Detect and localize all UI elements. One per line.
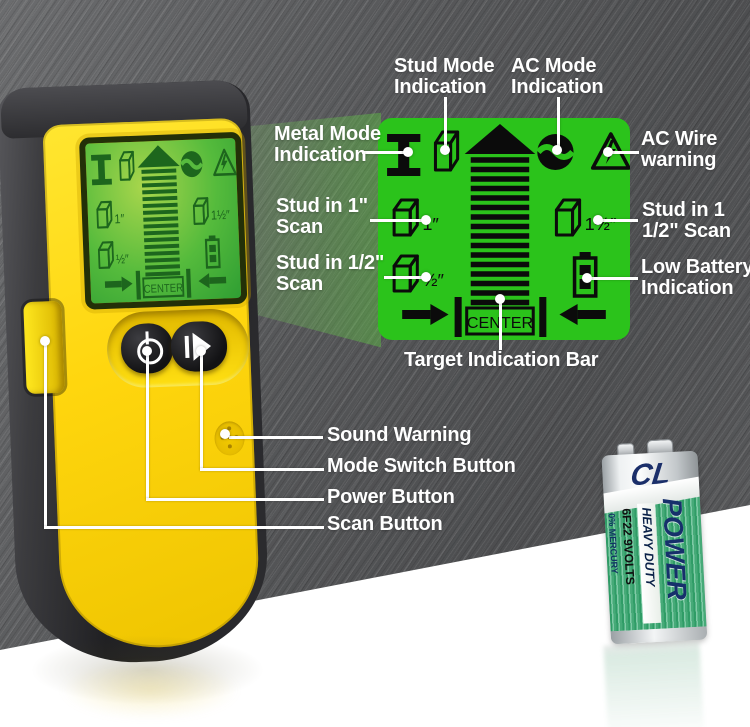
label-sound-warning: Sound Warning [327, 424, 472, 446]
panel-graphics [378, 118, 630, 340]
line-scan-horizontal [44, 526, 324, 529]
line-target-bar [499, 300, 502, 350]
device-shadow [30, 635, 265, 705]
dot-power [142, 346, 152, 356]
line-low-battery [590, 277, 638, 280]
battery-brand-text: POWER [656, 497, 693, 601]
line-stud-1in [370, 219, 424, 222]
line-sound [229, 436, 323, 439]
dot-stud-1in [421, 215, 431, 225]
battery-model-text: 6F22 9VOLTS [619, 508, 638, 586]
dot-mode [196, 346, 206, 356]
battery-reflection [603, 640, 705, 727]
label-stud-half: Stud in 1/2"Scan [276, 252, 385, 295]
device-lcd-graphics [85, 138, 241, 304]
dot-stud-1half [593, 215, 603, 225]
dot-target-bar [495, 294, 505, 304]
label-power-button: Power Button [327, 486, 455, 508]
label-target-bar: Target Indication Bar [404, 349, 599, 371]
line-mode-vertical [200, 352, 203, 469]
dot-ac-wire [603, 147, 613, 157]
device-lcd-screen [78, 131, 248, 310]
device-reflection [60, 660, 240, 720]
line-mode-horizontal [200, 468, 324, 471]
line-power-horizontal [146, 498, 324, 501]
line-scan-vertical [44, 342, 47, 527]
label-scan-button: Scan Button [327, 513, 443, 535]
battery-label-green: 0% MERCURY 6F22 9VOLTS HEAVY DUTY POWER [603, 494, 707, 632]
battery-mercury-text: 0% MERCURY [606, 512, 620, 575]
dot-low-battery [582, 273, 592, 283]
button-recess [105, 307, 251, 389]
dot-sound [220, 429, 230, 439]
display-panel-zoom [378, 118, 630, 340]
line-stud-half [384, 276, 424, 279]
9v-battery: CL 0% MERCURY 6F22 9VOLTS HEAVY DUTY POW… [601, 438, 708, 645]
stud-finder-device [0, 79, 272, 667]
label-mode-switch: Mode Switch Button [327, 455, 516, 477]
dot-scan [40, 336, 50, 346]
power-icon-bar [144, 331, 149, 345]
mode-icon-bar [184, 335, 190, 359]
dot-metal-mode [403, 147, 413, 157]
battery-body: CL 0% MERCURY 6F22 9VOLTS HEAVY DUTY POW… [601, 450, 708, 645]
line-power-vertical [146, 352, 149, 499]
label-stud-1in: Stud in 1"Scan [276, 195, 368, 238]
line-metal-mode [362, 151, 408, 154]
line-ac-wire [611, 151, 639, 154]
line-ac-mode [557, 97, 560, 149]
dot-stud-mode [440, 145, 450, 155]
line-stud-1half [600, 219, 638, 222]
dot-stud-half [421, 272, 431, 282]
dot-ac-mode [552, 145, 562, 155]
line-stud-mode [444, 97, 447, 149]
